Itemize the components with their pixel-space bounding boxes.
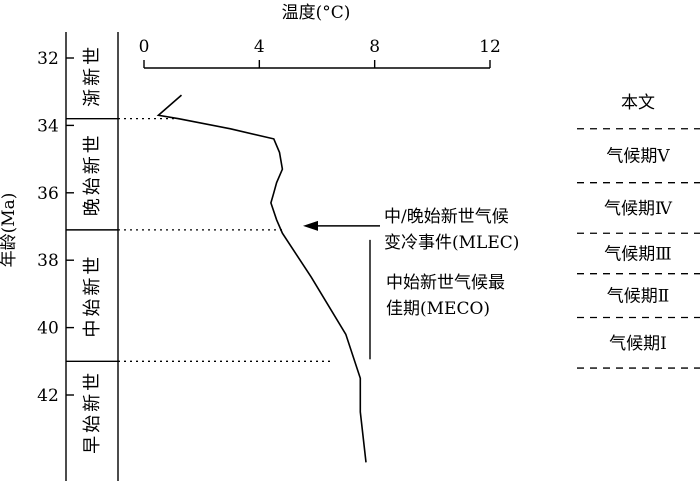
y-tick-label: 34 bbox=[37, 116, 59, 136]
y-tick-label: 32 bbox=[37, 49, 59, 69]
mlec-label-line1: 中/晚始新世气候 bbox=[384, 207, 509, 227]
meco-label-line1: 中始新世气候最 bbox=[386, 273, 505, 293]
right-column-header: 本文 bbox=[621, 93, 655, 113]
climate-period-label: 气候期Ⅰ bbox=[609, 334, 667, 354]
y-axis-title: 年龄(Ma) bbox=[0, 193, 19, 268]
meco-label-line2: 佳期(MECO) bbox=[386, 299, 490, 319]
climate-period-label: 气候期Ⅴ bbox=[606, 147, 670, 167]
epoch-boundaries bbox=[66, 117, 332, 362]
y-axis-ticks: 32 34 36 38 40 42 bbox=[37, 49, 74, 406]
temperature-curve bbox=[156, 94, 367, 463]
epoch-label: 中始新世 bbox=[82, 254, 103, 338]
climate-period-label: 气候期Ⅲ bbox=[604, 244, 671, 264]
mlec-annotation: 中/晚始新世气候 变冷事件(MLEC) bbox=[303, 207, 519, 253]
x-tick-label: 12 bbox=[479, 37, 501, 57]
epoch-label: 早始新世 bbox=[82, 370, 103, 454]
epoch-label: 渐新世 bbox=[82, 44, 103, 107]
mlec-arrow-head bbox=[303, 220, 318, 231]
x-tick-label: 4 bbox=[254, 37, 265, 57]
y-tick-label: 40 bbox=[37, 319, 59, 339]
y-tick-label: 36 bbox=[37, 184, 59, 204]
x-tick-label: 8 bbox=[369, 37, 380, 57]
x-tick-label: 0 bbox=[139, 37, 150, 57]
x-axis-title: 温度(°C) bbox=[282, 3, 351, 23]
mlec-label-line2: 变冷事件(MLEC) bbox=[384, 233, 519, 253]
x-axis-ticks: 0 4 8 12 bbox=[139, 37, 501, 68]
climate-period-label: 气候期Ⅱ bbox=[607, 287, 670, 307]
climate-period-column: 气候期Ⅴ 气候期Ⅳ 气候期Ⅲ 气候期Ⅱ 气候期Ⅰ bbox=[577, 128, 700, 369]
y-tick-label: 42 bbox=[37, 386, 59, 406]
epoch-label: 晚始新世 bbox=[82, 132, 103, 216]
y-tick-label: 38 bbox=[37, 251, 59, 271]
climate-period-label: 气候期Ⅳ bbox=[604, 199, 673, 219]
meco-annotation: 中始新世气候最 佳期(MECO) bbox=[369, 239, 505, 360]
